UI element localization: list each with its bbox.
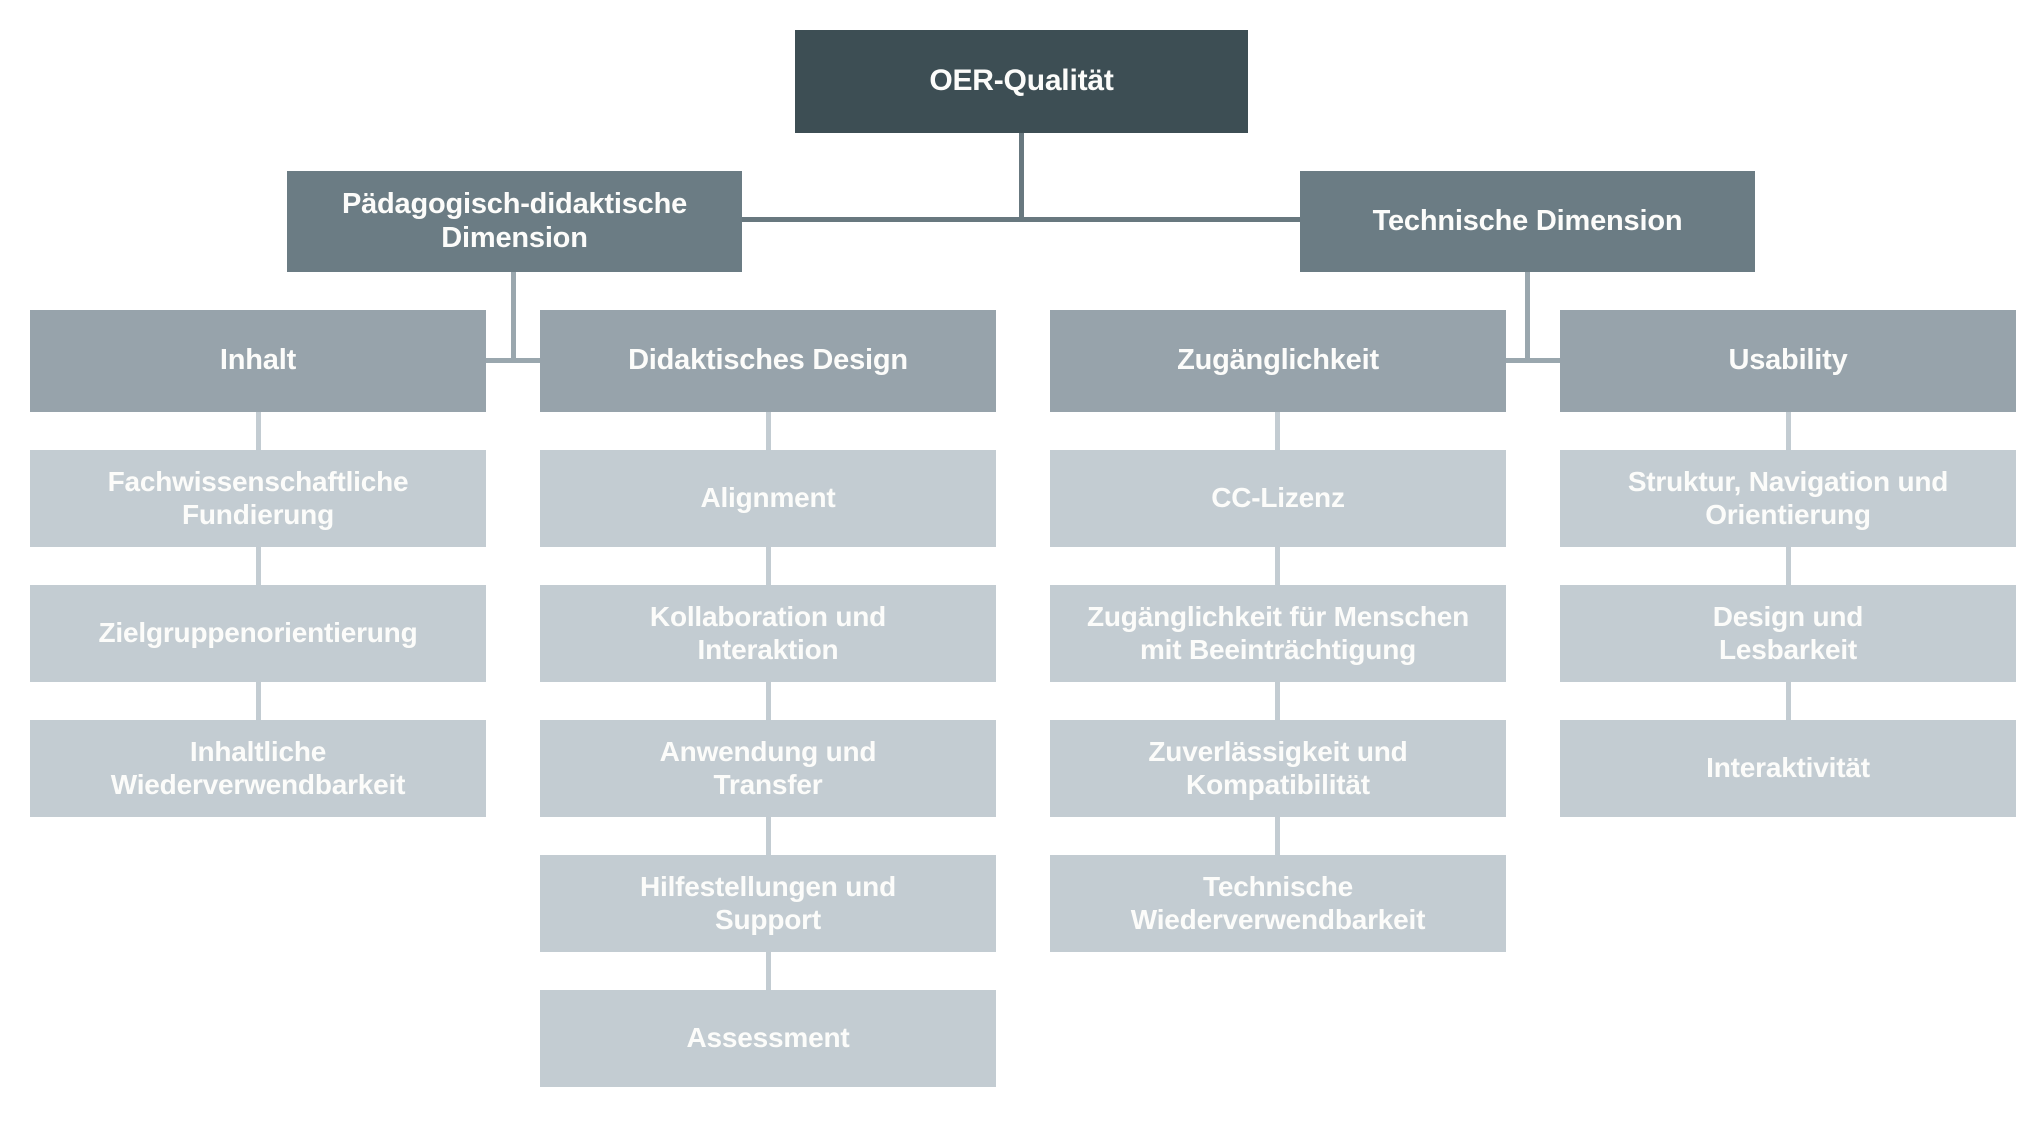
item-node: Hilfestellungen und Support xyxy=(540,855,996,952)
connector-root-vertical xyxy=(1019,133,1024,222)
dimension-node-paedagogisch-didaktisch: Pädagogisch-didaktische Dimension xyxy=(287,171,742,272)
item-node: Zuverlässigkeit und Kompatibilität xyxy=(1050,720,1506,817)
item-node: Struktur, Navigation und Orientierung xyxy=(1560,450,2016,547)
item-node: Anwendung und Transfer xyxy=(540,720,996,817)
connector-column-didaktisches-design xyxy=(766,412,771,990)
dimension-node-technisch: Technische Dimension xyxy=(1300,171,1755,272)
item-node: Zugänglichkeit für Menschen mit Beeinträ… xyxy=(1050,585,1506,682)
root-node-oer-qualitaet: OER-Qualität xyxy=(795,30,1248,133)
item-node: Zielgruppenorientierung xyxy=(30,585,486,682)
connector-paedagogisch-horizontal xyxy=(486,358,540,363)
item-node: Assessment xyxy=(540,990,996,1087)
item-node: Design und Lesbarkeit xyxy=(1560,585,2016,682)
item-node: Alignment xyxy=(540,450,996,547)
connector-root-horizontal xyxy=(742,217,1300,222)
item-node: CC-Lizenz xyxy=(1050,450,1506,547)
item-node: Fachwissenschaftliche Fundierung xyxy=(30,450,486,547)
connector-technisch-horizontal xyxy=(1506,358,1560,363)
category-header-zugaenglichkeit: Zugänglichkeit xyxy=(1050,310,1506,412)
category-header-inhalt: Inhalt xyxy=(30,310,486,412)
item-node: Inhaltliche Wiederverwendbarkeit xyxy=(30,720,486,817)
connector-column-usability xyxy=(1786,412,1791,720)
connector-paedagogisch-vertical xyxy=(511,272,516,363)
item-node: Technische Wiederverwendbarkeit xyxy=(1050,855,1506,952)
item-node: Interaktivität xyxy=(1560,720,2016,817)
category-header-didaktisches-design: Didaktisches Design xyxy=(540,310,996,412)
connector-column-inhalt xyxy=(256,412,261,720)
connector-technisch-vertical xyxy=(1525,272,1530,363)
item-node: Kollaboration und Interaktion xyxy=(540,585,996,682)
category-header-usability: Usability xyxy=(1560,310,2016,412)
